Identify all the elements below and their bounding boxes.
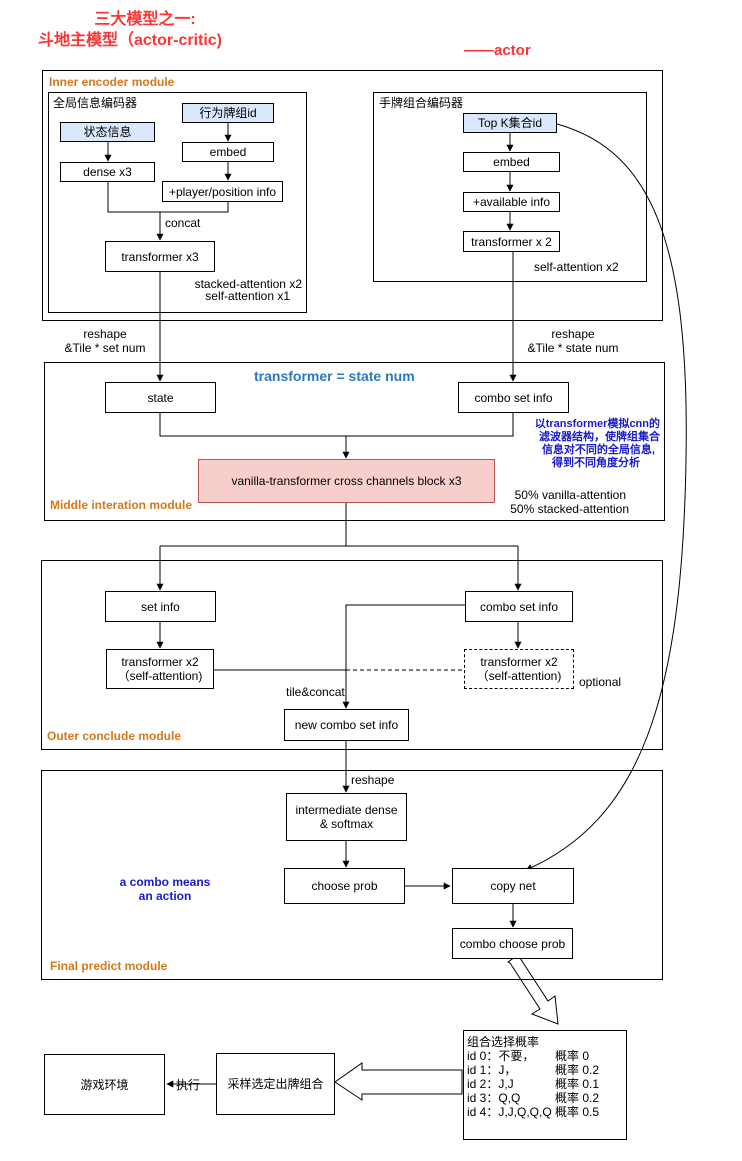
prob-row-id: id 3：Q,Q	[467, 1091, 521, 1105]
title-line-2: 斗地主模型（actor-critic)	[37, 32, 223, 49]
new-combo-set-box: new combo set info	[284, 709, 409, 741]
hollow-arrow-to-sample	[334, 1062, 463, 1101]
right-transformer-line1: transformer x2	[480, 655, 558, 669]
cnn-note-line1: 以transformer模拟cnn的	[534, 418, 660, 430]
reshape-left-line2: &Tile * set num	[64, 341, 146, 355]
game-env-box: 游戏环境	[44, 1054, 165, 1115]
inner-encoder-label: Inner encoder module	[49, 75, 175, 89]
global-transformer-box: transformer x3	[105, 241, 215, 272]
ratio-vanilla: 50% vanilla-attention	[514, 488, 626, 502]
global-embed-box: embed	[182, 142, 274, 162]
prob-row-value: 概率 0.1	[555, 1077, 600, 1091]
set-info-box: set info	[105, 591, 216, 622]
outer-module-label: Outer conclude module	[47, 729, 182, 743]
state-info-box: 状态信息	[60, 122, 155, 142]
global-encoder-title: 全局信息编码器	[53, 96, 138, 110]
available-info-box: +available info	[463, 192, 560, 212]
cnn-note-line2: 滤波器结构，使牌组集合	[539, 431, 660, 443]
hollow-arrow-to-table	[507, 954, 559, 1025]
outer-combo-set-box: combo set info	[465, 591, 573, 622]
player-info-box: +player/position info	[162, 181, 283, 202]
prob-row-value: 概率 0.2	[555, 1063, 600, 1077]
hand-embed-box: embed	[463, 152, 560, 172]
intermediate-line2: & softmax	[319, 817, 374, 831]
middle-heading: transformer = state num	[254, 368, 415, 384]
reshape-right-line1: reshape	[551, 327, 595, 341]
prob-row-id: id 2：J,J	[467, 1077, 514, 1091]
intermediate-line1: intermediate dense	[295, 803, 398, 817]
cross-channels-block: vanilla-transformer cross channels block…	[198, 459, 495, 503]
arrow-topk-to-copynet	[525, 123, 687, 871]
combo-note-line1: a combo means	[119, 875, 211, 889]
prob-table-title: 组合选择概率	[467, 1035, 540, 1049]
combo-note-line2: an action	[138, 889, 192, 903]
dense-box: dense x3	[60, 162, 155, 182]
line-dense-to-concat	[107, 182, 160, 213]
tile-concat-label: tile&concat	[286, 685, 345, 699]
self-attention-note: self-attention x1	[205, 289, 290, 303]
choose-prob-box: choose prob	[284, 868, 405, 904]
combo-choose-prob-box: combo choose prob	[452, 928, 573, 959]
line-comboset-to-cross	[346, 413, 514, 437]
prob-row-value: 概率 0	[555, 1049, 590, 1063]
prob-row-value: 概率 0.5	[555, 1105, 600, 1119]
execute-label: 执行	[176, 1078, 201, 1092]
prob-row-id: id 0：不要，	[467, 1049, 535, 1063]
combo-probability-table: 组合选择概率 id 0：不要， 概率 0 id 1：J， 概率 0.2 id 2：J…	[463, 1030, 627, 1140]
stacked-attention-note: stacked-attention x2	[194, 277, 302, 291]
arrow-comboset-to-newcombo	[342, 604, 465, 709]
state-box: state	[105, 382, 216, 413]
intermediate-dense-box: intermediate dense & softmax	[286, 793, 407, 841]
copy-net-box: copy net	[452, 868, 574, 904]
sample-combo-box: 采样选定出牌组合	[216, 1053, 335, 1115]
global-encoder-frame	[48, 92, 307, 313]
final-reshape-label: reshape	[351, 773, 395, 787]
prob-row-id: id 4：J,J,Q,Q,Q	[467, 1105, 552, 1119]
prob-row: id 1：J， 概率 0.2	[467, 1063, 623, 1077]
left-transformer-line1: transformer x2	[121, 655, 199, 669]
topk-box: Top K集合id	[463, 113, 557, 133]
prob-row-value: 概率 0.2	[555, 1091, 600, 1105]
prob-row: id 2：J,J 概率 0.1	[467, 1077, 623, 1091]
ratio-stacked: 50% stacked-attention	[510, 502, 629, 516]
prob-row-id: id 1：J，	[467, 1063, 517, 1077]
prob-row: id 3：Q,Q 概率 0.2	[467, 1091, 623, 1105]
title-tag: ——actor	[464, 42, 531, 59]
hand-encoder-title: 手牌组合编码器	[379, 96, 464, 110]
final-module-frame	[41, 770, 663, 980]
line-state-to-cross	[159, 413, 346, 437]
cnn-note-line3: 信息对不同的全局信息,	[541, 444, 655, 456]
optional-label: optional	[579, 675, 622, 689]
middle-module-label: Middle interation module	[50, 498, 193, 512]
prob-row: id 0：不要， 概率 0	[467, 1049, 623, 1063]
concat-label: concat	[165, 216, 201, 230]
line-player-to-concat	[160, 202, 229, 213]
hand-transformer-box: transformer x 2	[463, 231, 560, 252]
middle-module-frame	[44, 362, 665, 521]
action-group-id-box: 行为牌组id	[182, 103, 274, 123]
left-transformer-line2: （self-attention)	[117, 669, 203, 683]
outer-module-frame	[41, 560, 663, 750]
hand-attention-note: self-attention x2	[534, 260, 619, 274]
hand-encoder-frame	[373, 92, 647, 282]
reshape-right-line2: &Tile * state num	[527, 341, 619, 355]
title-line-1: 三大模型之一:	[94, 11, 196, 28]
left-transformer-box: transformer x2 （self-attention)	[106, 649, 214, 689]
reshape-left-line1: reshape	[83, 327, 127, 341]
cnn-note-line4: 得到不同角度分析	[552, 457, 640, 469]
inner-encoder-frame	[42, 70, 663, 321]
right-transformer-box: transformer x2 （self-attention)	[464, 649, 574, 689]
right-transformer-line2: （self-attention)	[476, 669, 562, 683]
final-module-label: Final predict module	[50, 959, 168, 973]
middle-combo-set-box: combo set info	[458, 382, 569, 413]
